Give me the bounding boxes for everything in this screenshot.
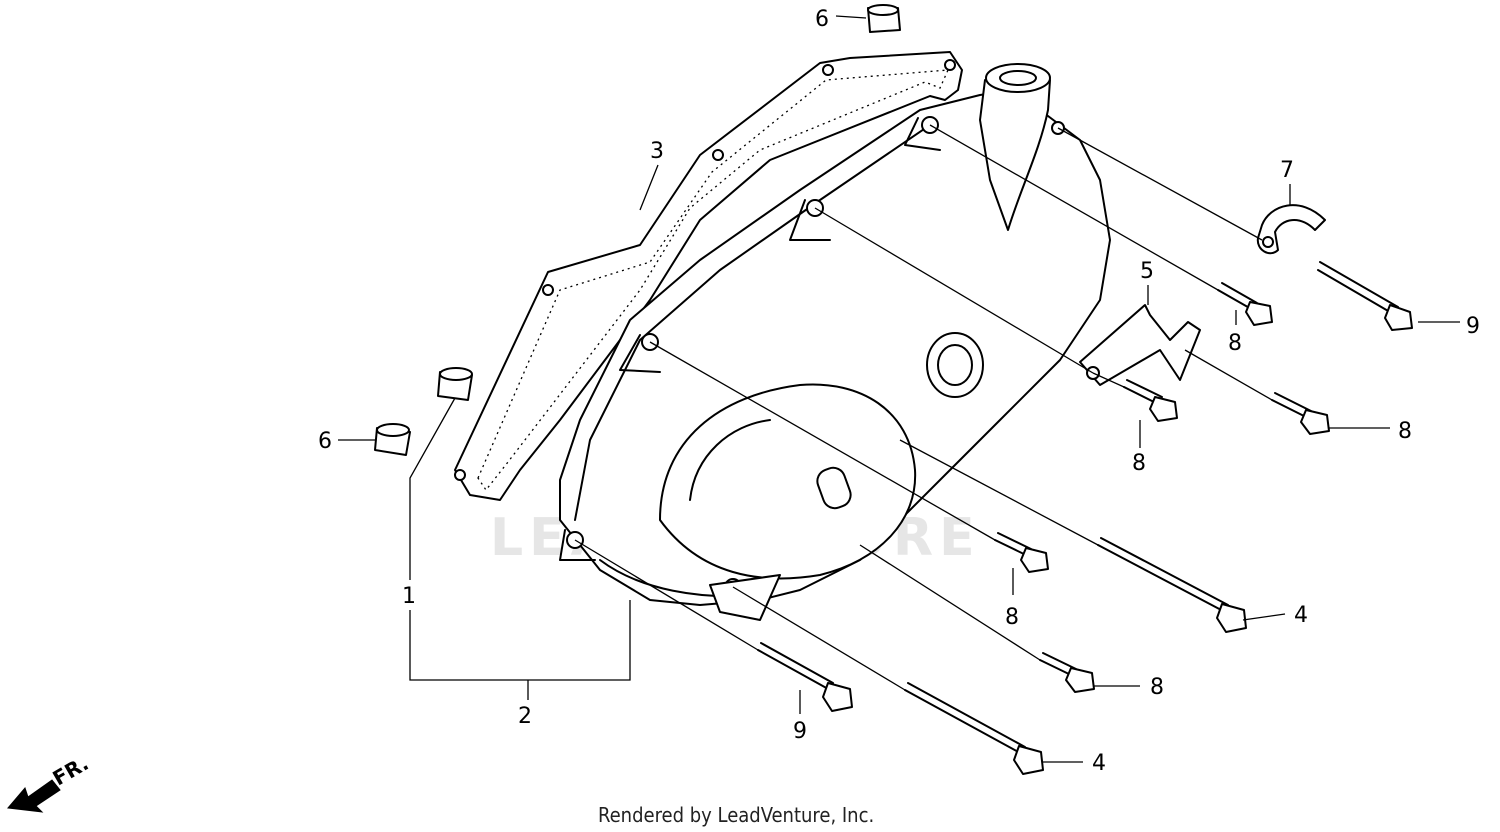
callout-8-b: 8 <box>1132 451 1146 476</box>
bolt-part-8-d[interactable] <box>994 532 1049 573</box>
bolt-part-8-c[interactable] <box>1271 392 1330 435</box>
front-direction-arrow: FR. <box>7 751 93 813</box>
clamp-part-7[interactable] <box>1256 204 1326 255</box>
callout-3: 3 <box>650 139 664 164</box>
gasket-part-3[interactable] <box>454 51 963 501</box>
callout-9-bottom: 9 <box>793 719 807 744</box>
callout-1: 1 <box>402 584 416 609</box>
bolt-part-8-b[interactable] <box>1123 379 1178 422</box>
callout-2: 2 <box>518 704 532 729</box>
callout-4-upper: 4 <box>1294 603 1308 628</box>
dowel-pin-left[interactable] <box>374 423 411 456</box>
callout-6-top: 6 <box>815 7 829 32</box>
stay-bracket-part-5[interactable] <box>1079 304 1201 386</box>
callout-8-d: 8 <box>1005 605 1019 630</box>
dowel-pin-upper-left[interactable] <box>437 367 473 401</box>
bolt-part-9-top[interactable] <box>1317 261 1413 331</box>
dowel-pin-top[interactable] <box>867 4 901 33</box>
render-credit: Rendered by LeadVenture, Inc. <box>598 803 874 827</box>
callout-9-top: 9 <box>1466 314 1480 339</box>
callout-6-left: 6 <box>318 429 332 454</box>
callout-5: 5 <box>1140 259 1154 284</box>
callout-8-c: 8 <box>1398 419 1412 444</box>
bolt-part-9-bottom[interactable] <box>757 642 853 712</box>
callout-labels: 1 2 3 4 4 5 6 6 7 8 8 8 8 8 9 9 <box>318 7 1480 776</box>
bolt-part-8-e[interactable] <box>1039 652 1095 693</box>
bolt-part-4-b[interactable] <box>904 682 1044 775</box>
callout-7: 7 <box>1280 158 1294 183</box>
bolt-part-4-a[interactable] <box>1097 537 1247 633</box>
callout-8-a: 8 <box>1228 331 1242 356</box>
leader-lines <box>338 15 1460 763</box>
bolt-part-8-a[interactable] <box>1217 282 1273 326</box>
callout-4-lower: 4 <box>1092 751 1106 776</box>
crankcase-cover-part-1[interactable] <box>559 63 1111 621</box>
callout-8-e: 8 <box>1150 675 1164 700</box>
